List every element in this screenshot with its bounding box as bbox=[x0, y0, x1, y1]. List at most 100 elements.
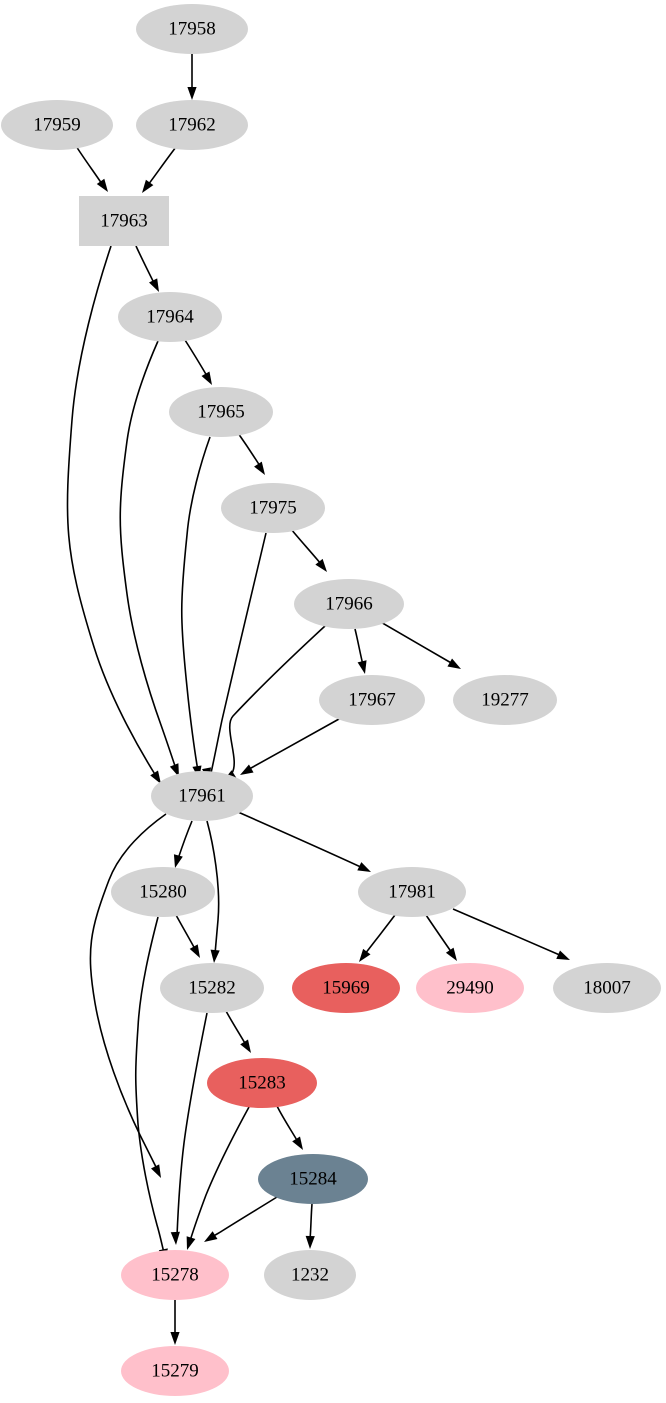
edge-15280-to-15282 bbox=[175, 914, 200, 958]
graph-node-18007[interactable]: 18007 bbox=[553, 963, 661, 1013]
graph-node-15283[interactable]: 15283 bbox=[207, 1058, 317, 1108]
node-rect[interactable] bbox=[79, 196, 169, 246]
graph-node-17975[interactable]: 17975 bbox=[221, 483, 325, 533]
node-ellipse[interactable] bbox=[258, 1154, 368, 1204]
graph-node-15282[interactable]: 15282 bbox=[160, 963, 264, 1013]
node-label: 15969 bbox=[322, 977, 370, 998]
edge-arrowhead bbox=[359, 948, 371, 962]
edge-arrowhead bbox=[240, 1039, 251, 1053]
edge-17964-to-17961 bbox=[119, 340, 179, 777]
edge-arrowhead bbox=[96, 178, 108, 192]
node-label: 17981 bbox=[388, 881, 436, 902]
node-ellipse[interactable] bbox=[416, 963, 524, 1013]
node-ellipse[interactable] bbox=[111, 867, 215, 917]
edge-arrowhead bbox=[305, 1235, 315, 1249]
node-label: 17965 bbox=[197, 401, 245, 422]
edge-17961-to-15278 bbox=[89, 813, 167, 1178]
edge-arrowhead bbox=[240, 764, 254, 775]
edge-17975-to-17966 bbox=[290, 528, 327, 572]
node-ellipse[interactable] bbox=[292, 963, 400, 1013]
edge-arrowhead bbox=[150, 1164, 161, 1178]
edge-17963-to-17961 bbox=[66, 245, 161, 784]
node-label: 19277 bbox=[481, 689, 529, 710]
graph-node-19277[interactable]: 19277 bbox=[453, 675, 557, 725]
node-ellipse[interactable] bbox=[160, 963, 264, 1013]
edge-15284-to-15278 bbox=[204, 1196, 278, 1242]
graph-node-17964[interactable]: 17964 bbox=[118, 292, 222, 342]
edge-15283-to-15278 bbox=[186, 1106, 250, 1250]
graph-node-15280[interactable]: 15280 bbox=[111, 867, 215, 917]
node-ellipse[interactable] bbox=[553, 963, 661, 1013]
graph-node-1232[interactable]: 1232 bbox=[264, 1250, 356, 1300]
node-ellipse[interactable] bbox=[136, 4, 248, 54]
edge-line bbox=[176, 1012, 208, 1237]
edge-15282-to-15283 bbox=[225, 1010, 251, 1053]
node-ellipse[interactable] bbox=[207, 1058, 317, 1108]
node-ellipse[interactable] bbox=[121, 1250, 229, 1300]
node-ellipse[interactable] bbox=[169, 387, 273, 437]
edge-line bbox=[210, 532, 267, 774]
edge-17961-to-15280 bbox=[173, 820, 193, 868]
node-ellipse[interactable] bbox=[358, 867, 466, 917]
edge-17958-to-17962 bbox=[187, 53, 197, 100]
graph-node-17959[interactable]: 17959 bbox=[1, 100, 113, 150]
graph-node-17961[interactable]: 17961 bbox=[151, 771, 253, 821]
graph-node-17966[interactable]: 17966 bbox=[294, 579, 404, 629]
node-label: 15282 bbox=[188, 977, 236, 998]
edge-17965-to-17975 bbox=[237, 432, 265, 475]
graph-node-15284[interactable]: 15284 bbox=[258, 1154, 368, 1204]
node-ellipse[interactable] bbox=[1, 100, 113, 150]
node-ellipse[interactable] bbox=[453, 675, 557, 725]
edge-line bbox=[189, 1106, 250, 1242]
edge-arrowhead bbox=[447, 658, 461, 669]
graph-node-15969[interactable]: 15969 bbox=[292, 963, 400, 1013]
node-ellipse[interactable] bbox=[151, 771, 253, 821]
node-label: 17959 bbox=[33, 114, 81, 135]
node-ellipse[interactable] bbox=[118, 292, 222, 342]
node-ellipse[interactable] bbox=[294, 579, 404, 629]
edge-17961-to-17981 bbox=[237, 811, 371, 872]
edge-arrowhead bbox=[142, 179, 154, 193]
node-ellipse[interactable] bbox=[121, 1346, 229, 1396]
node-label: 17967 bbox=[348, 689, 396, 710]
edge-arrowhead bbox=[170, 1332, 180, 1345]
graph-node-17967[interactable]: 17967 bbox=[319, 675, 425, 725]
edge-17981-to-18007 bbox=[452, 908, 570, 960]
graph-node-17962[interactable]: 17962 bbox=[136, 100, 248, 150]
edge-arrowhead bbox=[357, 862, 371, 872]
graph-node-17958[interactable]: 17958 bbox=[136, 4, 248, 54]
node-ellipse[interactable] bbox=[319, 675, 425, 725]
graph-node-17965[interactable]: 17965 bbox=[169, 387, 273, 437]
edge-line bbox=[425, 914, 453, 954]
edge-15278-to-15279 bbox=[170, 1300, 180, 1345]
graph-node-17963[interactable]: 17963 bbox=[79, 196, 169, 246]
node-label: 17975 bbox=[249, 497, 297, 518]
node-label: 15278 bbox=[151, 1264, 199, 1285]
edge-line bbox=[66, 245, 157, 777]
edge-arrowhead bbox=[445, 947, 457, 961]
node-ellipse[interactable] bbox=[136, 100, 248, 150]
node-label: 17963 bbox=[100, 210, 148, 231]
edge-line bbox=[211, 1196, 278, 1238]
node-ellipse[interactable] bbox=[264, 1250, 356, 1300]
edge-line bbox=[364, 914, 396, 955]
node-label: 15280 bbox=[139, 881, 187, 902]
node-ellipse[interactable] bbox=[221, 483, 325, 533]
graph-node-15279[interactable]: 15279 bbox=[121, 1346, 229, 1396]
graph-node-29490[interactable]: 29490 bbox=[416, 963, 524, 1013]
edge-arrowhead bbox=[201, 371, 212, 385]
edge-15282-to-15278 bbox=[170, 1012, 208, 1245]
graph-node-15278[interactable]: 15278 bbox=[121, 1250, 229, 1300]
edge-15284-to-1232 bbox=[305, 1203, 315, 1249]
edge-line bbox=[452, 908, 563, 957]
edge-line bbox=[237, 432, 261, 467]
edge-17962-to-17963 bbox=[142, 146, 177, 193]
edge-line bbox=[228, 625, 326, 774]
edge-arrowhead bbox=[210, 949, 220, 963]
node-layer: 17958 17959 17962 17963 17964 17965 17975 17966… bbox=[1, 4, 661, 1396]
edge-17961-to-15282 bbox=[206, 820, 220, 963]
edge-arrowhead bbox=[186, 1236, 196, 1250]
graph-node-17981[interactable]: 17981 bbox=[358, 867, 466, 917]
